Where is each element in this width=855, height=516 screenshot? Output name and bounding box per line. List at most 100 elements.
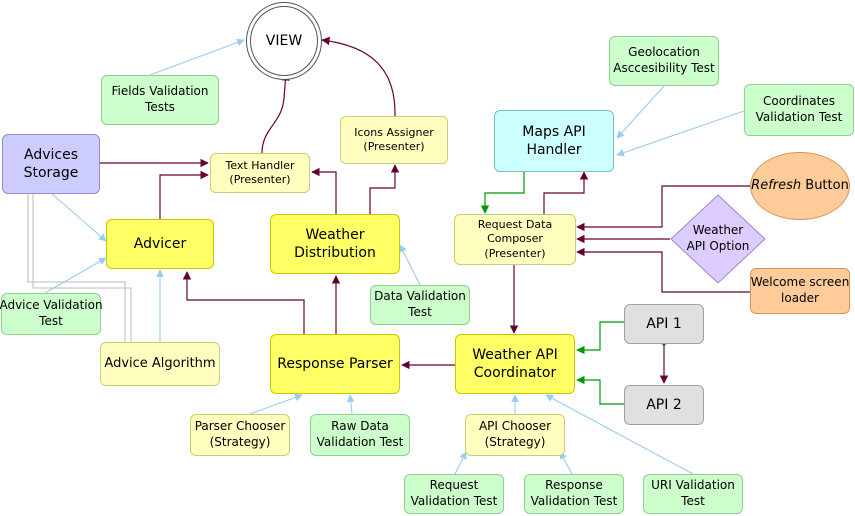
edge-weather-distribution-icons-assigner [369,164,400,214]
request-data-composer-line-2: Composer [487,232,543,246]
edge-text-handler-view [261,72,290,154]
maps-api-handler-node: Maps API Handler [494,110,614,172]
response-validation-test-node: Response Validation Test [524,474,624,514]
geolocation-line-1: Geolocation [628,45,700,60]
icons-assigner-line-1: Icons Assigner [354,125,434,139]
weather-api-coordinator-line-1: Weather API [472,346,558,363]
request-data-composer-line-3: (Presenter) [484,246,546,260]
edge-request-validation-api-chooser [454,451,467,475]
request-validation-line-1: Request [429,478,479,493]
advice-validation-line-1: Advice Validation [0,298,103,313]
welcome-screen-loader-node: Welcome screen loader [750,268,850,314]
api-2-node: API 2 [624,385,704,425]
data-validation-line-1: Data Validation [374,289,466,304]
data-validation-test-node: Data Validation Test [370,285,470,325]
coordinates-validation-test-node: Coordinates Validation Test [744,84,854,136]
advice-algorithm-node: Advice Algorithm [100,342,220,386]
raw-data-validation-line-1: Raw Data [331,419,389,434]
edge-advice-validation-advicer [44,257,107,294]
edge-data-validation-weather-distribution [399,244,421,286]
api-1-node: API 1 [624,304,704,344]
advice-validation-line-2: Test [39,314,63,328]
response-parser-node: Response Parser [270,334,400,394]
request-data-composer-line-1: Request Data [477,218,553,232]
welcome-loader-line-1: Welcome screen [750,275,850,290]
maps-api-handler-line-1: Maps API [522,123,586,140]
icons-assigner-node: Icons Assigner (Presenter) [340,116,448,164]
edge-coordinates-maps-api [616,110,745,157]
data-validation-line-2: Test [408,305,432,319]
edge-maps-api-composer [480,172,525,214]
advice-algorithm-label: Advice Algorithm [104,355,216,371]
uri-validation-line-2: Test [681,494,705,508]
edge-composer-maps-api [543,171,589,214]
advices-storage-line-2: Storage [23,165,79,181]
edge-api2-coordinator [576,375,624,405]
fields-validation-tests-node: Fields Validation Tests [101,75,219,125]
weather-distribution-line-1: Weather [305,226,365,243]
api-2-label: API 2 [646,396,682,413]
edge-raw-data-validation-response-parser [346,394,355,415]
advices-storage-node: Advices Storage [2,134,100,194]
edge-response-validation-api-chooser [559,451,573,475]
api-1-label: API 1 [646,315,682,332]
edge-storage-algorithm-outer [27,194,126,342]
edge-icons-assigner-view [321,36,396,117]
edge-api1-coordinator [576,321,624,355]
response-validation-line-2: Validation Test [530,494,618,508]
parser-chooser-node: Parser Chooser (Strategy) [190,414,290,456]
weather-api-option-line-1: Weather [692,223,744,238]
coordinates-validation-line-1: Coordinates [762,94,836,109]
request-validation-line-2: Validation Test [410,494,498,508]
geolocation-accessibility-test-node: Geolocation Asccesibility Test [609,36,719,86]
edge-response-parser-advicer [182,271,305,334]
uri-validation-test-node: URI Validation Test [643,474,743,514]
edge-refresh-composer [576,185,750,232]
edge-weather-distribution-text-handler [311,167,337,214]
advicer-node: Advicer [106,219,214,269]
weather-api-option-label: Weather API Option [687,223,750,254]
text-handler-line-2: (Presenter) [229,173,291,186]
edge-advicer-text-handler [159,170,209,219]
advices-storage-line-1: Advices [24,146,78,163]
view-label: VIEW [265,32,303,49]
advice-validation-test-node: Advice Validation Test [0,293,103,335]
raw-data-validation-node: Raw Data Validation Test [310,414,410,456]
api-chooser-line-1: API Chooser [478,419,552,434]
edge-storage-algorithm-inner [32,194,132,342]
geolocation-line-2: Asccesibility Test [613,61,715,75]
api-chooser-line-2: (Strategy) [484,435,546,449]
edge-geolocation-maps-api [616,84,666,139]
edge-parser-chooser-response-parser [249,393,303,415]
edge-advices-storage-advicer [49,191,107,242]
weather-api-coordinator-node: Weather API Coordinator [455,334,575,394]
response-validation-line-1: Response [545,478,603,493]
api-chooser-node: API Chooser (Strategy) [465,414,565,456]
edge-uri-validation-coordinator [545,394,694,475]
edge-welcome-loader-composer [576,247,750,293]
parser-chooser-line-2: (Strategy) [209,435,271,449]
uri-validation-line-1: URI Validation [651,478,735,493]
fields-validation-line-2: Tests [145,100,175,114]
weather-api-option-node: Weather API Option [670,194,766,284]
refresh-rest: Button [801,177,849,193]
welcome-loader-line-2: loader [781,291,819,305]
maps-api-handler-line-2: Handler [526,142,582,158]
parser-chooser-line-1: Parser Chooser [194,419,286,434]
text-handler-node: Text Handler (Presenter) [210,153,310,193]
coordinates-validation-line-2: Validation Test [755,110,843,124]
response-parser-label: Response Parser [277,355,393,372]
weather-api-option-diamond [670,194,766,284]
advicer-label: Advicer [133,235,187,252]
refresh-button-label: Refresh Button [751,178,849,195]
raw-data-validation-line-2: Validation Test [316,435,404,449]
edge-fields-validation-view [149,38,245,76]
view-node: VIEW [246,2,322,80]
fields-validation-line-1: Fields Validation [111,84,209,99]
weather-distribution-line-2: Distribution [294,245,376,261]
refresh-italic: Refresh [751,177,802,193]
refresh-button-node: Refresh Button [750,152,850,220]
weather-distribution-node: Weather Distribution [270,214,400,274]
text-handler-line-1: Text Handler [225,158,295,172]
